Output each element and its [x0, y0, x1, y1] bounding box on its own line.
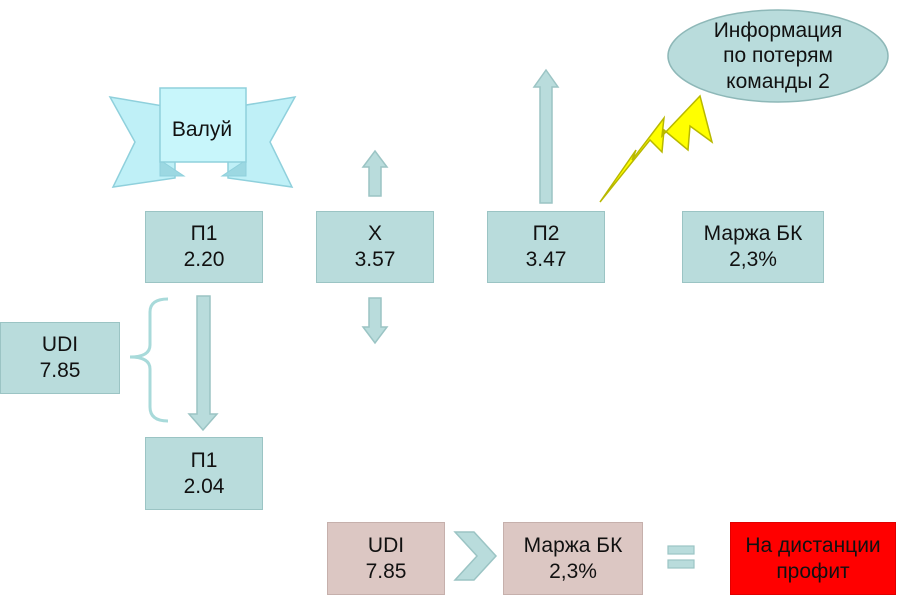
box-p1-top-value: 2.20 — [183, 248, 225, 271]
box-p1-bottom: П1 2.04 — [145, 437, 263, 510]
down-arrow-p1 — [187, 295, 219, 432]
box-margin-bottom-value: 2,3% — [549, 559, 597, 583]
box-x-name: Х — [367, 222, 382, 246]
box-margin-top: Маржа БК 2,3% — [682, 211, 824, 283]
callout-line-2: по потерям — [723, 44, 833, 68]
callout-line-3: команды 2 — [726, 69, 830, 93]
box-result-line-1: На дистанции — [745, 533, 881, 557]
callout-ellipse — [667, 9, 889, 103]
box-margin-bottom: Маржа БК 2,3% — [503, 522, 643, 595]
up-arrow-x — [361, 149, 389, 197]
lightning-bolt-icon — [599, 94, 714, 203]
box-udi-bottom-name: UDI — [367, 533, 405, 557]
box-margin-top-value: 2,3% — [729, 248, 777, 271]
box-udi-left-name: UDI — [41, 333, 79, 357]
box-result-line-2: профит — [776, 559, 850, 583]
box-udi-bottom-value: 7.85 — [365, 559, 407, 583]
banner-label: Валуй — [171, 118, 233, 141]
box-x-value: 3.57 — [354, 248, 396, 271]
box-x: Х 3.57 — [316, 211, 434, 283]
ribbon-banner — [108, 87, 297, 188]
equals-icon — [667, 545, 695, 569]
box-udi-bottom: UDI 7.85 — [327, 522, 445, 595]
chevron-right-icon — [453, 531, 498, 581]
box-p2: П2 3.47 — [487, 211, 605, 283]
up-arrow-p2 — [532, 68, 560, 204]
box-p2-value: 3.47 — [525, 248, 567, 271]
box-result: На дистанции профит — [730, 522, 896, 595]
box-udi-left-value: 7.85 — [39, 359, 81, 382]
curly-brace — [129, 297, 169, 423]
down-arrow-x — [361, 297, 389, 345]
box-margin-top-name: Маржа БК — [703, 222, 803, 246]
box-p2-name: П2 — [532, 222, 560, 246]
callout-text: Информация по потерям команды 2 — [692, 12, 864, 100]
callout-line-1: Информация — [713, 19, 843, 43]
box-p1-top: П1 2.20 — [145, 211, 263, 283]
box-p1-top-name: П1 — [190, 222, 218, 246]
box-margin-bottom-name: Маржа БК — [523, 533, 623, 557]
box-udi-left: UDI 7.85 — [0, 322, 120, 394]
box-p1-bottom-value: 2.04 — [183, 474, 225, 498]
box-p1-bottom-name: П1 — [190, 448, 218, 472]
